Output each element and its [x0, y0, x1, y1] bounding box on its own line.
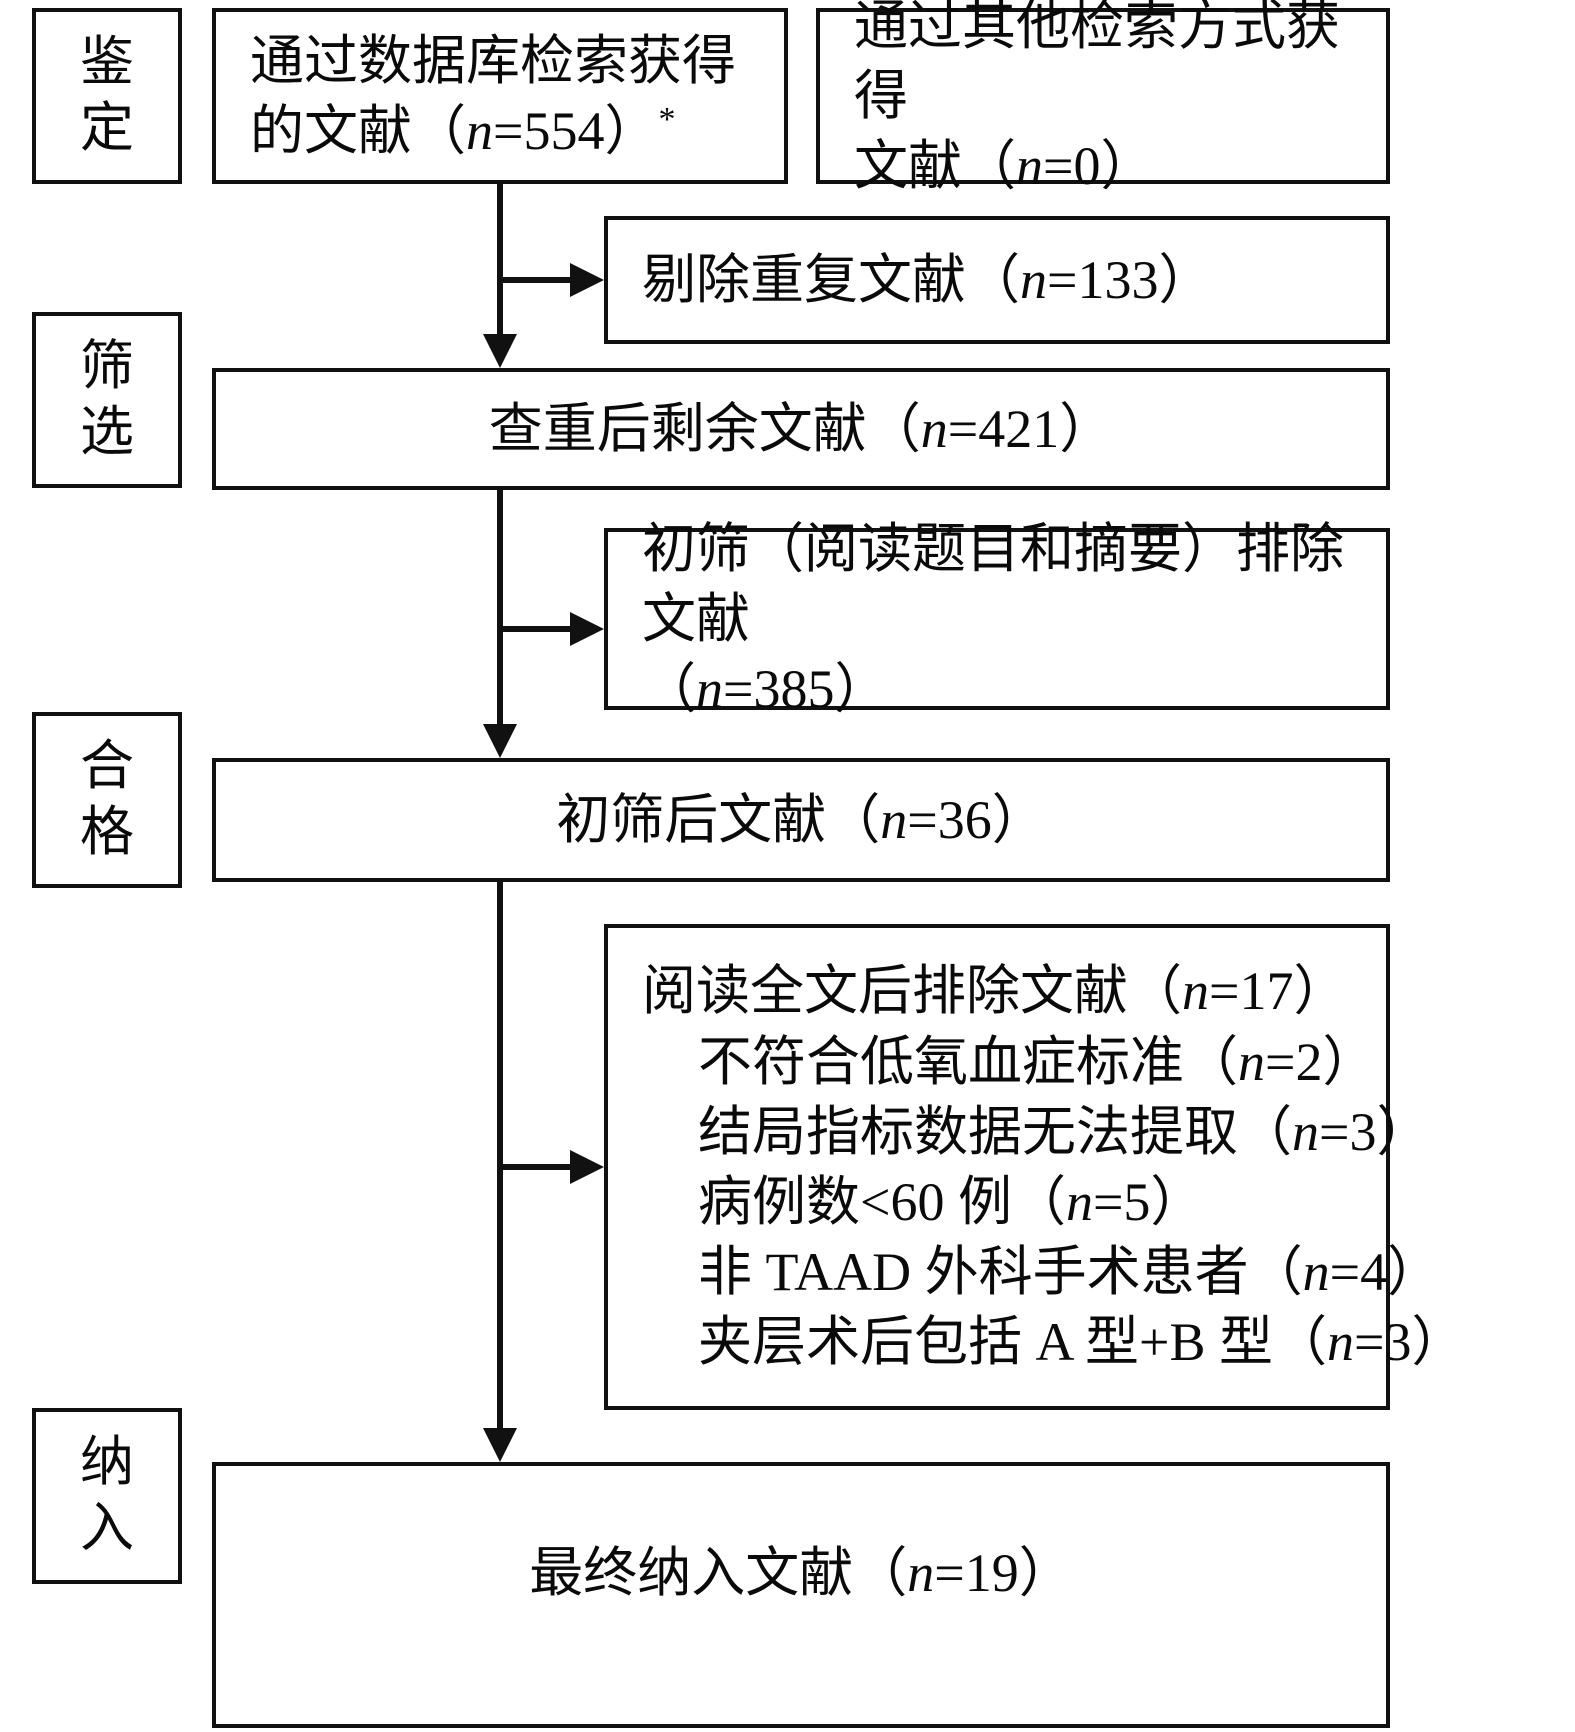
- box-after-screening: 初筛后文献（n=36）: [212, 758, 1390, 882]
- box-duplicates-removed-text: 剔除重复文献（n=133）: [642, 249, 1213, 310]
- stage-label-eligibility: 合 格: [32, 712, 182, 888]
- stage-label-screening: 筛 选: [32, 312, 182, 488]
- fulltext-excluded-list: 阅读全文后排除文献（n=17） 不符合低氧血症标准（n=2） 结局指标数据无法提…: [608, 956, 1465, 1377]
- connector-dedup-to-screening-arrowhead: [483, 724, 517, 758]
- connector-dedup-to-screening: [497, 490, 503, 724]
- box-after-dedup-text: 查重后剩余文献（n=421）: [488, 398, 1114, 459]
- connector-db-to-dedup-arrowhead: [483, 334, 517, 368]
- stage-label-included-text: 纳 入: [80, 1432, 134, 1558]
- box-after-screening-text: 初筛后文献（n=36）: [556, 789, 1046, 850]
- connector-dedup-branch-horizontal: [497, 277, 571, 283]
- connector-screening-branch-horizontal: [497, 626, 571, 632]
- connector-screening-to-included: [497, 882, 503, 1428]
- fulltext-excluded-reason-2: 结局指标数据无法提取（n=3）: [698, 1101, 1431, 1162]
- stage-label-identification: 鉴 定: [32, 8, 182, 184]
- box-database-search-text: 通过数据库检索获得 的文献（n=554）*: [250, 30, 736, 161]
- box-final-included: 最终纳入文献（n=19）: [212, 1462, 1390, 1728]
- box-database-search: 通过数据库检索获得 的文献（n=554）*: [212, 8, 788, 184]
- box-title-abstract-excluded: 初筛（阅读题目和摘要）排除文献 （n=385）: [604, 519, 1390, 719]
- box-duplicates-removed: 剔除重复文献（n=133）: [604, 216, 1390, 344]
- box-fulltext-excluded: 阅读全文后排除文献（n=17） 不符合低氧血症标准（n=2） 结局指标数据无法提…: [604, 924, 1465, 1410]
- stage-label-identification-text: 鉴 定: [80, 32, 134, 158]
- connector-screening-to-included-arrowhead: [483, 1428, 517, 1462]
- connector-dedup-branch-arrowhead: [570, 263, 604, 297]
- connector-fulltext-branch-arrowhead: [570, 1150, 604, 1184]
- fulltext-excluded-heading: 阅读全文后排除文献（n=17）: [642, 961, 1348, 1022]
- connector-fulltext-branch-horizontal: [497, 1164, 571, 1170]
- stage-label-screening-text: 筛 选: [80, 336, 134, 462]
- box-title-abstract-excluded-text: 初筛（阅读题目和摘要）排除文献 （n=385）: [642, 518, 1344, 720]
- stage-label-eligibility-text: 合 格: [80, 736, 134, 862]
- box-after-dedup: 查重后剩余文献（n=421）: [212, 368, 1390, 490]
- box-other-search-text: 通过其他检索方式获得 文献（n=0）: [854, 0, 1340, 197]
- fulltext-excluded-reason-5: 夹层术后包括 A 型+B 型（n=3）: [698, 1312, 1466, 1373]
- connector-db-to-dedup: [497, 184, 503, 334]
- box-other-search: 通过其他检索方式获得 文献（n=0）: [816, 0, 1390, 196]
- stage-label-included: 纳 入: [32, 1408, 182, 1584]
- fulltext-excluded-reason-4: 非 TAAD 外科手术患者（n=4）: [698, 1242, 1442, 1303]
- box-final-included-text: 最终纳入文献（n=19）: [529, 1542, 1073, 1603]
- fulltext-excluded-reason-3: 病例数<60 例（n=5）: [698, 1172, 1205, 1232]
- fulltext-excluded-reason-1: 不符合低氧血症标准（n=2）: [698, 1031, 1377, 1092]
- connector-screening-branch-arrowhead: [570, 612, 604, 646]
